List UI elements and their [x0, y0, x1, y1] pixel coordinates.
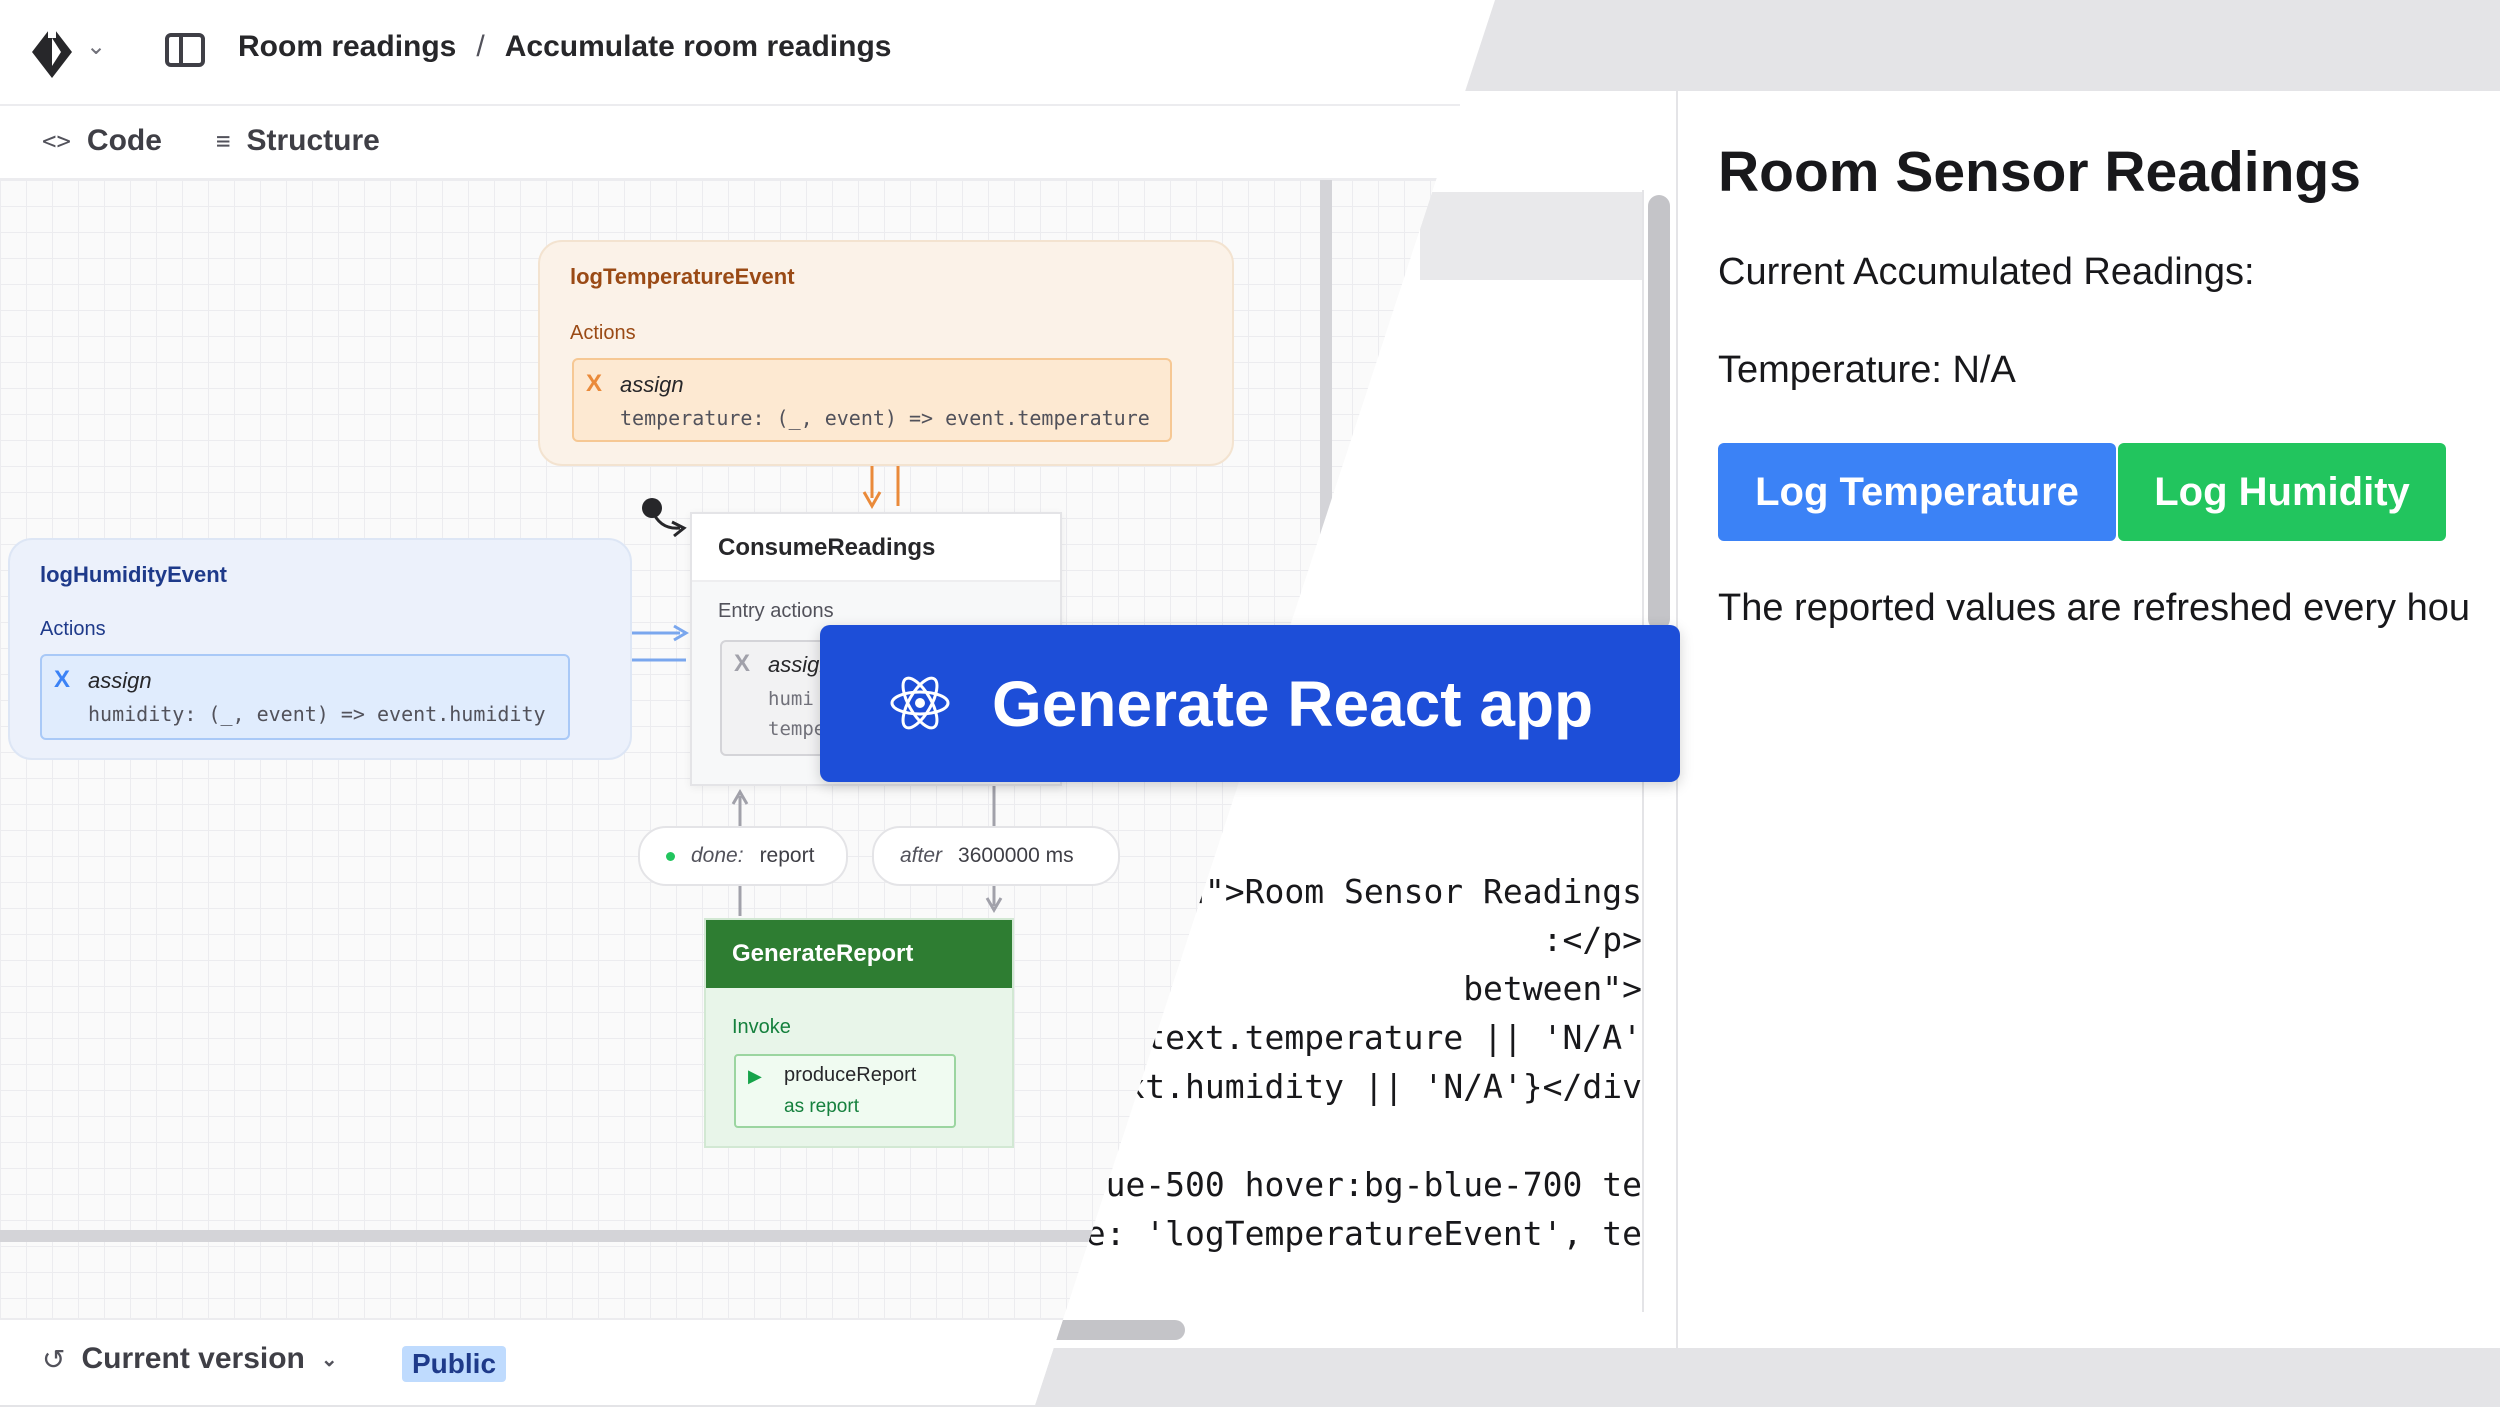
event-name: logHumidityEvent: [40, 562, 228, 587]
assign-icon: X: [586, 370, 603, 397]
initial-state-icon: [642, 498, 662, 518]
code-tab-strip: [1420, 192, 1642, 280]
event-log-humidity[interactable]: logHumidityEvent Actions X assign humidi…: [8, 538, 632, 760]
log-temperature-button[interactable]: Log Temperature: [1718, 443, 2116, 541]
preview-panel: Room Sensor Readings Current Accumulated…: [1676, 91, 2500, 1348]
state-section-label: Invoke: [732, 1016, 791, 1038]
action-name: assign: [88, 668, 152, 693]
code-line: -blue-500 hover:bg-blue-700 te: [1045, 1165, 1642, 1204]
tab-label: Structure: [246, 124, 380, 157]
state-section-label: Entry actions: [718, 600, 834, 622]
canvas-horizontal-scrollbar[interactable]: [0, 1230, 1100, 1242]
refresh-note: The reported values are refreshed every …: [1718, 587, 2470, 629]
logo-icon[interactable]: [30, 24, 74, 80]
code-line: ext.humidity || 'N/A'}</div: [1105, 1067, 1642, 1106]
assign-icon: X: [54, 666, 71, 693]
state-header: GenerateReport: [706, 920, 1012, 988]
action-code: temperature: (_, event) => event.tempera…: [620, 406, 1150, 430]
play-circle-icon: ▶: [748, 1066, 762, 1086]
state-name: ConsumeReadings: [718, 534, 936, 561]
breadcrumb-project[interactable]: Room readings: [238, 30, 457, 63]
chevron-down-icon: ⌄: [320, 1348, 338, 1371]
code-vertical-scrollbar[interactable]: [1648, 195, 1670, 630]
generate-react-app-button[interactable]: Generate React app: [820, 625, 1680, 782]
state-generate-report[interactable]: GenerateReport Invoke ▶ produceReport as…: [704, 918, 1014, 1148]
done-status-icon: [666, 851, 675, 861]
top-bar: ⌄ Room readings / Accumulate room readin…: [0, 0, 1460, 106]
tab-bar: <> Code ≡ Structure: [0, 106, 1460, 180]
sidebar-toggle-icon[interactable]: [165, 33, 205, 67]
action-name: assign: [620, 372, 684, 397]
invoke-card[interactable]: ▶ produceReport as report: [734, 1054, 956, 1128]
invoke-name: produceReport: [784, 1064, 917, 1086]
transition-target: report: [759, 844, 815, 867]
action-code: tempe: [768, 718, 826, 740]
code-line: ntext.temperature || 'N/A': [1125, 1018, 1642, 1057]
log-humidity-button[interactable]: Log Humidity: [2118, 443, 2446, 541]
tab-structure[interactable]: ≡ Structure: [216, 124, 380, 158]
transition-done-report[interactable]: done: report: [638, 826, 848, 886]
code-line: :</p>: [1542, 920, 1642, 959]
cta-label: Generate React app: [992, 668, 1594, 740]
preview-title: Room Sensor Readings: [1718, 140, 2361, 204]
transition-after-delay[interactable]: after 3600000 ms: [872, 826, 1120, 886]
structure-icon: ≡: [216, 127, 231, 155]
event-section-label: Actions: [40, 618, 106, 640]
invoke-alias: as report: [784, 1096, 859, 1117]
chevron-down-icon[interactable]: ⌄: [86, 33, 107, 60]
breadcrumb-separator: /: [476, 30, 485, 63]
breadcrumb: Room readings / Accumulate room readings: [238, 30, 891, 64]
code-line: d">Room Sensor Readings: [1185, 872, 1642, 911]
code-icon: <>: [42, 127, 71, 155]
assign-icon: X: [734, 650, 751, 677]
react-icon: [890, 676, 950, 730]
transition-keyword: after: [900, 844, 943, 867]
breadcrumb-machine[interactable]: Accumulate room readings: [504, 30, 892, 63]
visibility-badge[interactable]: Public: [402, 1346, 507, 1382]
transition-keyword: done:: [691, 844, 744, 867]
preview-heading: Current Accumulated Readings:: [1718, 251, 2255, 293]
action-assign[interactable]: X assign humidity: (_, event) => event.h…: [40, 654, 570, 740]
event-log-temperature[interactable]: logTemperatureEvent Actions X assign tem…: [538, 240, 1234, 466]
state-name: GenerateReport: [732, 940, 914, 967]
version-label: Current version: [81, 1342, 305, 1375]
history-icon: ↺: [42, 1343, 66, 1375]
code-line: between">: [1463, 969, 1642, 1008]
transition-delay: 3600000 ms: [958, 844, 1074, 867]
event-name: logTemperatureEvent: [570, 264, 795, 289]
version-selector[interactable]: ↺ Current version ⌄: [42, 1342, 338, 1376]
tab-label: Code: [86, 124, 162, 157]
tab-code[interactable]: <> Code: [42, 124, 162, 158]
event-section-label: Actions: [570, 322, 636, 344]
temperature-readout: Temperature: N/A: [1718, 349, 2016, 391]
action-code: humi: [768, 688, 814, 710]
action-assign[interactable]: X assign temperature: (_, event) => even…: [572, 358, 1172, 442]
action-code: humidity: (_, event) => event.humidity: [88, 702, 546, 726]
state-header: ConsumeReadings: [692, 514, 1060, 582]
